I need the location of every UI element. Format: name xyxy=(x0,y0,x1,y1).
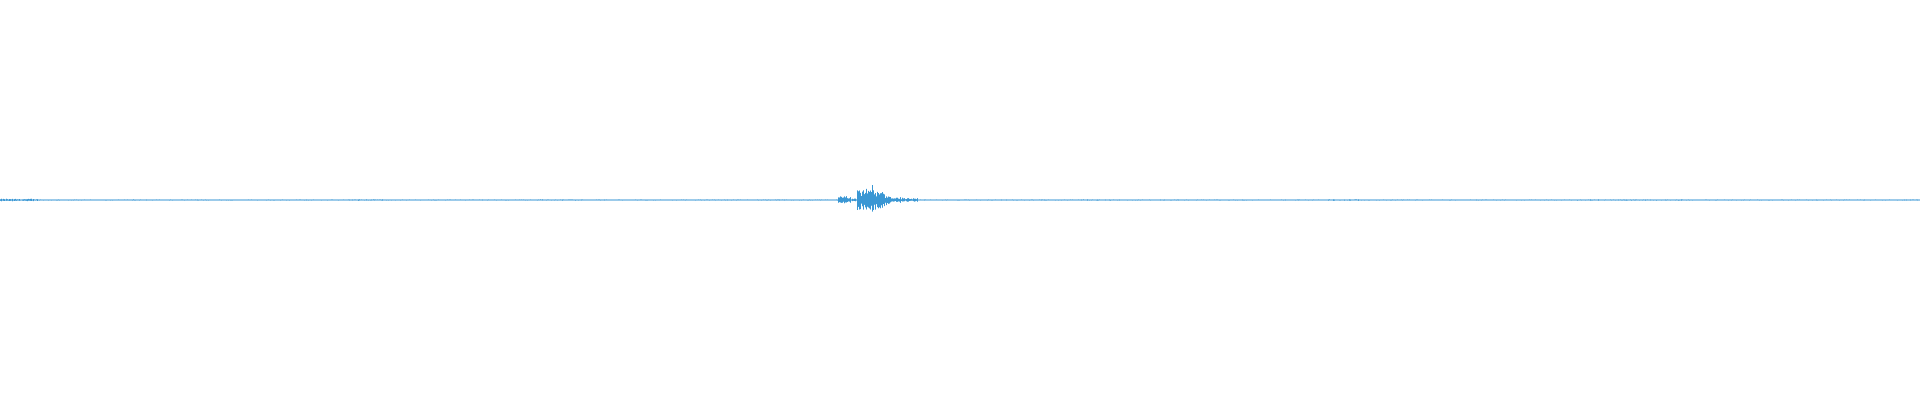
waveform-channel xyxy=(0,185,1920,212)
waveform-samples xyxy=(0,185,1920,212)
